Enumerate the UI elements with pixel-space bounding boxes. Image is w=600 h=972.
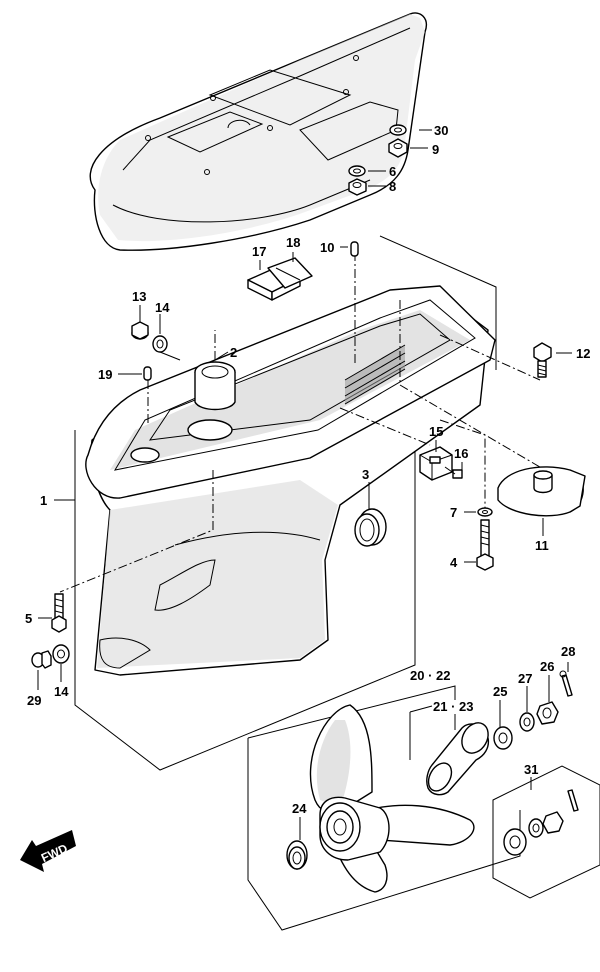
callout-numbers: 30 9 6 8 10 17 18 13 14 2 19 12 1 3 15 1…: [25, 123, 590, 816]
callout-6: 6: [389, 164, 396, 179]
case-frame-left: [74, 430, 416, 771]
forward-arrow-icon: FWD: [20, 830, 76, 872]
plate-17-18: [247, 257, 313, 301]
dashline-7: [439, 419, 486, 515]
washer-14-top: [152, 335, 168, 353]
callout-26: 26: [540, 659, 554, 674]
dashline-12: [439, 334, 541, 381]
dashline-5: [59, 470, 214, 593]
washer-7: [477, 507, 493, 517]
callout-4: 4: [450, 555, 458, 570]
nut-8: [348, 178, 367, 196]
callout-12: 12: [576, 346, 590, 361]
callout-leaders: [37, 129, 572, 840]
callout-24: 24: [292, 801, 307, 816]
callout-9: 9: [432, 142, 439, 157]
bolt-4: [476, 519, 494, 571]
dashline-15: [339, 407, 431, 446]
upper-cover: [89, 12, 427, 251]
plug-29: [31, 650, 52, 669]
callout-8: 8: [389, 179, 396, 194]
leader-14-top: [159, 351, 181, 361]
bolt-12: [533, 342, 552, 378]
anode-11: [497, 466, 586, 517]
kit-31: [492, 765, 600, 899]
case-frame-top: [379, 235, 497, 370]
propeller-frame-top: [247, 685, 456, 739]
callout-14-bottom: 14: [54, 684, 69, 699]
callout-5: 5: [25, 611, 32, 626]
bolt-5: [51, 593, 67, 633]
bushing-3: [354, 508, 387, 547]
callout-15: 15: [429, 424, 443, 439]
callout-17: 17: [252, 244, 266, 259]
callout-16: 16: [454, 446, 468, 461]
nut-26: [536, 701, 559, 725]
callout-7: 7: [450, 505, 457, 520]
gear-case: [85, 285, 496, 676]
washer-27: [519, 712, 535, 732]
callout-30: 30: [434, 123, 448, 138]
dashline-11: [399, 300, 546, 471]
callout-14-top: 14: [155, 300, 170, 315]
bushing-21-23: [426, 722, 490, 796]
callout-21-23: 21 · 23: [433, 699, 473, 714]
callout-20-22: 20 · 22: [410, 668, 450, 683]
callout-27: 27: [518, 671, 532, 686]
pin-10: [350, 241, 359, 257]
callout-13: 13: [132, 289, 146, 304]
washer-6: [348, 165, 366, 177]
callout-2: 2: [230, 345, 237, 360]
callout-11: 11: [535, 538, 549, 553]
callout-28: 28: [561, 644, 575, 659]
plug-13: [131, 321, 149, 340]
pin-19: [143, 366, 152, 381]
callout-25: 25: [493, 684, 507, 699]
callout-10: 10: [320, 240, 334, 255]
callout-1: 1: [40, 493, 47, 508]
callout-29: 29: [27, 693, 41, 708]
nut-9: [388, 138, 408, 158]
thrust-washer-24: [286, 840, 308, 870]
washer-30: [389, 124, 407, 136]
callout-18: 18: [286, 235, 300, 250]
callout-31: 31: [524, 762, 538, 777]
propeller: [309, 704, 475, 893]
cotter-pin-28: [559, 670, 573, 697]
spacer-25: [493, 726, 513, 750]
washer-14-bottom: [52, 644, 70, 664]
bolt-16: [444, 466, 463, 479]
leader-2022b: [409, 705, 433, 713]
callout-19: 19: [98, 367, 112, 382]
callout-3: 3: [362, 467, 369, 482]
